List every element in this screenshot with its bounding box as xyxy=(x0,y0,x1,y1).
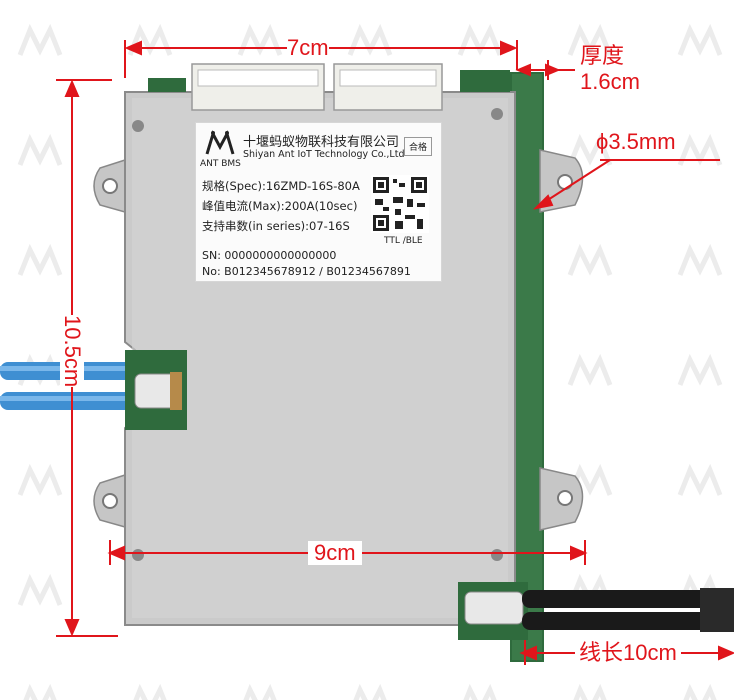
height-dimension-label: 10.5cm xyxy=(60,315,85,388)
cable-length-label: 线长10cm xyxy=(575,641,681,665)
peak-current-line: 峰值电流(Max):200A(10sec) xyxy=(202,199,358,213)
width-dimension-label: 7cm xyxy=(287,35,329,60)
qr-code-icon xyxy=(371,175,429,233)
serial-number: SN: 0000000000000000 xyxy=(202,249,337,262)
qr-caption: TTL /BLE xyxy=(384,236,423,246)
qc-stamp: 合格 xyxy=(404,137,433,156)
series-line: 支持串数(in series):07-16S xyxy=(202,219,350,233)
batch-number: No: B012345678912 / B01234567891 xyxy=(202,265,411,278)
logo-text: ANT BMS xyxy=(200,159,241,169)
hole-diameter-label: ϕ3.5mm xyxy=(596,129,676,154)
bottom-cable-exit xyxy=(458,582,734,640)
left-cable-entry xyxy=(125,350,187,430)
ant-logo-icon xyxy=(205,130,235,155)
hole-spacing-label: 9cm xyxy=(308,541,362,565)
thickness-value-label: 1.6cm xyxy=(580,69,640,94)
spec-line: 规格(Spec):16ZMD-16S-80A xyxy=(202,179,360,193)
left-mounting-tabs xyxy=(93,158,126,528)
thickness-title-label: 厚度 xyxy=(580,43,625,68)
company-name-cn: 十堰蚂蚁物联科技有限公司 xyxy=(243,135,400,150)
product-label: ANT BMS 十堰蚂蚁物联科技有限公司 Shiyan Ant IoT Tech… xyxy=(195,122,442,282)
top-connectors xyxy=(148,63,510,111)
company-name-en: Shiyan Ant IoT Technology Co.,Ltd xyxy=(243,149,405,160)
